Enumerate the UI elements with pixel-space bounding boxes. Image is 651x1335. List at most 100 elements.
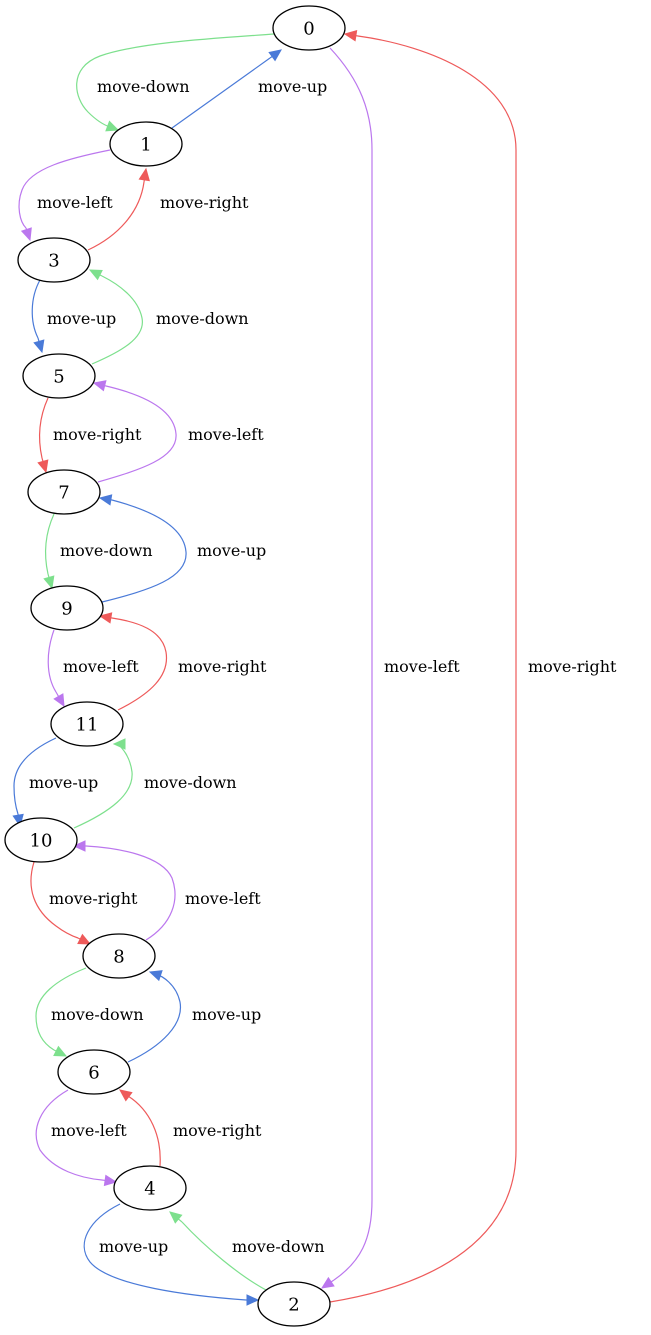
edge-line-move-up — [31, 279, 41, 339]
state-node-ellipse — [50, 701, 124, 747]
edge-label-move-down: move-down — [97, 77, 190, 96]
edge-line-move-left — [329, 47, 373, 1281]
edge-line-move-left — [85, 845, 176, 941]
state-node-10: 10 — [4, 817, 78, 863]
state-node-label: 2 — [288, 1295, 299, 1316]
edge-line-move-down — [91, 275, 143, 365]
arrowhead-icon — [119, 1089, 133, 1102]
arrowhead-icon — [246, 1294, 260, 1306]
arrowhead-icon — [112, 738, 126, 750]
state-node-7: 7 — [27, 469, 101, 515]
edge-label-move-down: move-down — [232, 1237, 325, 1256]
edge-line-move-right — [111, 617, 168, 711]
edge-0-to-2 — [320, 47, 373, 1289]
edge-5-to-3 — [88, 269, 143, 365]
state-node-label: 4 — [144, 1179, 155, 1200]
nodes-layer: 0 1 3 5 7 9 11 10 8 6 4 2 — [4, 5, 346, 1327]
state-node-label: 9 — [61, 599, 72, 620]
state-node-label: 5 — [53, 367, 64, 388]
edge-1-to-0 — [171, 49, 282, 129]
state-node-ellipse — [82, 933, 156, 979]
arrowhead-icon — [98, 494, 113, 506]
edge-5-to-7 — [37, 397, 49, 474]
state-node-label: 10 — [30, 831, 53, 852]
edge-4-to-6 — [119, 1089, 161, 1167]
arrowhead-icon — [343, 30, 358, 42]
arrowhead-icon — [320, 1276, 335, 1289]
edge-label-move-up: move-up — [47, 309, 116, 328]
state-node-ellipse — [4, 817, 78, 863]
state-node-ellipse — [17, 237, 91, 283]
state-node-label: 3 — [48, 251, 59, 272]
edge-labels-layer: move-down move-up move-left move-right move-… — [29, 77, 617, 1256]
state-node-label: 8 — [113, 947, 124, 968]
edge-2-to-4 — [169, 1211, 267, 1291]
edge-label-move-down: move-down — [144, 773, 237, 792]
state-node-3: 3 — [17, 237, 91, 283]
arrowhead-icon — [53, 1045, 68, 1057]
edge-line-move-right — [87, 181, 145, 251]
state-node-label: 6 — [88, 1063, 99, 1084]
edge-stub — [330, 1279, 335, 1283]
edge-line-move-down — [73, 743, 133, 829]
edge-3-to-1 — [87, 167, 150, 251]
edge-7-to-9 — [43, 513, 55, 590]
edge-3-to-5 — [31, 279, 45, 354]
edge-label-move-down: move-down — [51, 1005, 144, 1024]
state-node-ellipse — [113, 1165, 187, 1211]
edge-line-move-up — [101, 499, 187, 603]
state-node-11: 11 — [50, 701, 124, 747]
state-node-ellipse — [257, 1281, 331, 1327]
state-node-2: 2 — [257, 1281, 331, 1327]
edge-8-to-10 — [72, 840, 176, 941]
edge-label-move-right: move-right — [528, 657, 617, 676]
edge-line-move-left — [47, 629, 57, 693]
edge-line-move-right — [30, 861, 79, 939]
edge-label-move-right: move-right — [53, 425, 142, 444]
state-node-label: 0 — [303, 19, 314, 40]
edge-0-to-1 — [76, 33, 275, 132]
state-node-9: 9 — [30, 585, 104, 631]
edge-stub — [37, 337, 40, 342]
arrowhead-icon — [37, 459, 49, 474]
edge-label-move-right: move-right — [178, 657, 267, 676]
edge-line-move-left — [97, 385, 177, 483]
edge-label-move-left: move-left — [188, 425, 264, 444]
edge-line-move-up — [127, 973, 182, 1063]
state-node-ellipse — [57, 1049, 131, 1095]
arrowhead-icon — [105, 120, 120, 132]
edge-stub — [47, 573, 50, 578]
arrowhead-icon — [103, 1174, 118, 1187]
edge-label-move-left: move-left — [384, 657, 460, 676]
arrowhead-icon — [92, 380, 107, 392]
edge-label-move-down: move-down — [60, 541, 153, 560]
edge-label-move-right: move-right — [160, 193, 249, 212]
arrowhead-icon — [53, 693, 65, 708]
edge-line-move-down — [181, 1221, 267, 1291]
edge-9-to-7 — [98, 494, 187, 603]
state-node-4: 4 — [113, 1165, 187, 1211]
edge-label-move-right: move-right — [173, 1121, 262, 1140]
edge-label-move-down: move-down — [156, 309, 249, 328]
edge-4-to-2 — [83, 1203, 260, 1306]
edge-label-move-left: move-left — [37, 193, 113, 212]
edge-stub — [41, 457, 44, 462]
edge-label-move-up: move-up — [29, 773, 98, 792]
state-node-ellipse — [272, 5, 346, 51]
edge-line-move-right — [38, 397, 49, 459]
edge-line-move-right — [329, 35, 517, 1303]
arrowhead-icon — [33, 339, 45, 354]
edge-7-to-5 — [92, 380, 177, 483]
edge-label-move-right: move-right — [49, 889, 138, 908]
arrowhead-icon — [72, 840, 86, 852]
state-node-5: 5 — [22, 353, 96, 399]
arrowhead-icon — [169, 1211, 183, 1224]
state-node-0: 0 — [272, 5, 346, 51]
edge-8-to-6 — [35, 967, 87, 1057]
edge-label-move-up: move-up — [197, 541, 266, 560]
state-node-1: 1 — [109, 121, 183, 167]
state-node-label: 7 — [58, 483, 69, 504]
arrowhead-icon — [43, 575, 55, 590]
arrowhead-icon — [88, 269, 103, 281]
